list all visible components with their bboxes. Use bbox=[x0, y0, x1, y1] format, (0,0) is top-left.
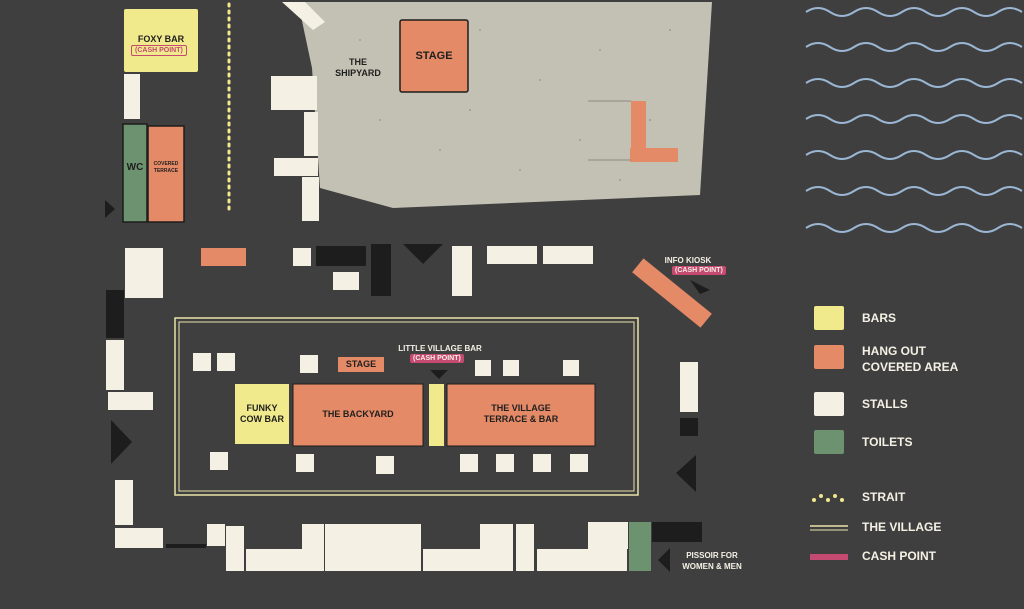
shipyard-label: THE SHIPYARD bbox=[335, 57, 381, 78]
stall bbox=[124, 74, 140, 119]
info-kiosk[interactable] bbox=[632, 258, 712, 328]
funky-cow-bar-label: FUNKY COW BAR bbox=[240, 403, 284, 424]
small-stage-label: STAGE bbox=[345, 359, 377, 369]
stalls-swatch bbox=[814, 392, 844, 416]
shipyard-stalls bbox=[271, 2, 325, 221]
legend-hangout-label: HANG OUT COVERED AREA bbox=[862, 344, 959, 374]
main-stage-label: STAGE bbox=[415, 50, 453, 62]
the-backyard[interactable] bbox=[292, 383, 424, 447]
legend-cash-point-label: CASH POINT bbox=[862, 549, 937, 563]
wc-label: WC bbox=[126, 162, 144, 173]
main-stage[interactable] bbox=[399, 19, 469, 93]
covered-terrace[interactable] bbox=[147, 125, 185, 223]
legend-village-label: THE VILLAGE bbox=[862, 520, 942, 534]
strait-icon bbox=[812, 494, 844, 502]
direction-arrow bbox=[111, 420, 132, 464]
foxy-cash-point: (CASH POINT) bbox=[131, 45, 187, 56]
legend-strait: STRAIT bbox=[810, 482, 1020, 512]
pissoir-block[interactable] bbox=[629, 522, 651, 571]
info-kiosk-label: INFO KIOSK bbox=[664, 256, 712, 265]
shipyard-hangout-horizontal bbox=[630, 148, 678, 162]
pissoir-label: PISSOIR FOR WOMEN & MEN bbox=[682, 551, 742, 571]
legend-village: THE VILLAGE bbox=[810, 512, 1020, 542]
small-stage[interactable] bbox=[338, 357, 384, 372]
funky-cow-bar[interactable] bbox=[235, 384, 289, 444]
water-waves bbox=[805, 7, 1023, 233]
legend-bars-label: BARS bbox=[862, 311, 897, 325]
village-stalls bbox=[193, 353, 588, 474]
middle-stalls bbox=[106, 246, 698, 571]
village-terrace-label: THE VILLAGE TERRACE & BAR bbox=[483, 403, 559, 424]
foxy-bar[interactable] bbox=[124, 9, 198, 72]
entrance-arrow bbox=[105, 200, 115, 218]
direction-arrow bbox=[676, 455, 696, 492]
direction-arrow bbox=[690, 280, 710, 294]
wc-block[interactable] bbox=[122, 123, 148, 223]
cash-point-icon bbox=[810, 554, 848, 560]
the-village-outline bbox=[174, 317, 639, 496]
legend-bars: BARS bbox=[810, 304, 1020, 334]
hangout-block bbox=[201, 248, 246, 266]
black-blocks bbox=[106, 244, 702, 548]
info-cash-point: (CASH POINT) bbox=[672, 266, 726, 275]
legend-hangout: HANG OUT COVERED AREA bbox=[810, 343, 1020, 374]
little-bar-cash-point: (CASH POINT) bbox=[410, 354, 464, 363]
little-village-bar-label: LITTLE VILLAGE BAR bbox=[398, 344, 482, 353]
legend-stalls-label: STALLS bbox=[862, 397, 908, 411]
hangout-swatch bbox=[814, 345, 844, 369]
village-line-icon bbox=[810, 525, 848, 531]
foxy-bar-label: FOXY BAR bbox=[137, 34, 185, 44]
village-terrace-bar[interactable] bbox=[446, 383, 596, 447]
legend-cash-point: CASH POINT bbox=[810, 541, 1020, 571]
legend-toilets-label: TOILETS bbox=[862, 435, 913, 449]
little-bar-arrow bbox=[430, 370, 448, 379]
legend-toilets: TOILETS bbox=[810, 428, 1020, 458]
direction-arrow bbox=[658, 548, 670, 572]
shipyard-hangout-vertical bbox=[631, 101, 646, 149]
little-village-bar[interactable] bbox=[429, 384, 444, 446]
legend-stalls: STALLS bbox=[810, 390, 1020, 420]
bars-swatch bbox=[814, 306, 844, 330]
toilets-swatch bbox=[814, 430, 844, 454]
shipyard-texture bbox=[359, 29, 671, 181]
legend-strait-label: STRAIT bbox=[862, 490, 906, 504]
shipyard-area bbox=[298, 2, 712, 208]
covered-terrace-label: COVERED TERRACE bbox=[153, 161, 179, 174]
backyard-label: THE BACKYARD bbox=[322, 409, 394, 419]
direction-arrow bbox=[403, 244, 443, 264]
